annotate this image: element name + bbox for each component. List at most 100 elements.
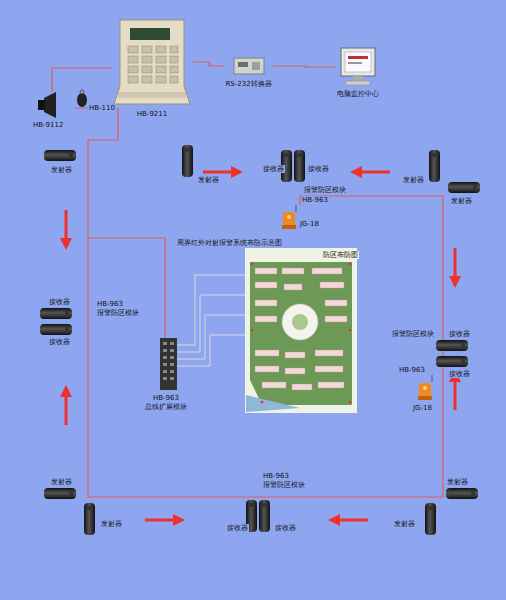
- graphic-part: [156, 56, 166, 63]
- graphic-part: [170, 349, 174, 352]
- graphic-part: [255, 300, 277, 306]
- graphic-part: [163, 349, 167, 352]
- graphic-part: [285, 352, 305, 358]
- callout-label: 发射器: [100, 520, 123, 528]
- graphic-part: [341, 48, 375, 76]
- graphic-part: [163, 342, 167, 345]
- graphic-part: [292, 314, 308, 330]
- graphic-part: [338, 46, 378, 88]
- graphic-part: [284, 284, 302, 290]
- graphic-part: [170, 363, 174, 366]
- graphic-part: [156, 76, 166, 83]
- graphic-part: [255, 316, 277, 322]
- device-icon: [338, 46, 378, 88]
- callout-label: 报警防区模块: [303, 186, 347, 194]
- graphic-part: [114, 20, 190, 104]
- graphic-part: [255, 268, 277, 274]
- graphic-part: [318, 382, 344, 388]
- graphic-part: [170, 66, 178, 73]
- graphic-part: [112, 16, 192, 108]
- graphic-part: [448, 182, 480, 193]
- callout-label: HB-963: [301, 196, 329, 204]
- graphic-part: [170, 356, 174, 359]
- graphic-part: [170, 46, 178, 53]
- graphic-part: [348, 62, 362, 64]
- graphic-part: [328, 514, 368, 526]
- callout-label: 发射器: [450, 197, 473, 205]
- graphic-part: [44, 92, 56, 118]
- graphic-part: [432, 375, 433, 382]
- callout-label: 发射器: [393, 520, 416, 528]
- graphic-part: [80, 90, 84, 94]
- graphic-part: [282, 268, 304, 274]
- graphic-part: [40, 308, 72, 319]
- graphic-part: [349, 401, 352, 404]
- graphic-part: [142, 66, 152, 73]
- graphic-part: [156, 66, 166, 73]
- graphic-part: [128, 46, 138, 53]
- callout-label: 接收器: [48, 338, 71, 346]
- graphic-part: [320, 282, 344, 288]
- site-map: [245, 248, 357, 413]
- graphic-part: [251, 329, 254, 332]
- graphic-part: [296, 205, 297, 212]
- callout-label: 发射器: [446, 478, 469, 486]
- graphic-part: [128, 46, 178, 83]
- callout-label: 报警防区模块: [262, 481, 306, 489]
- graphic-part: [429, 150, 440, 182]
- callout-label: 接收器: [307, 165, 330, 173]
- graphic-part: [353, 76, 363, 81]
- device-label: 电脑监控中心: [336, 90, 380, 98]
- device-node: HB-9211: [111, 16, 193, 118]
- callout-label: 报警防区模块: [96, 309, 140, 317]
- callout-label: 发射器: [197, 176, 220, 184]
- graphic-part: [325, 300, 347, 306]
- graphic-part: [163, 370, 167, 373]
- graphic-part: [170, 56, 178, 63]
- callout-label: HB-963: [152, 394, 180, 402]
- graphic-part: [255, 366, 279, 372]
- graphic-part: [182, 145, 193, 177]
- wire: [52, 68, 443, 497]
- graphic-part: [350, 166, 390, 178]
- graphic-part: [349, 329, 352, 332]
- callout-label: 接收器: [226, 524, 249, 532]
- graphic-part: [170, 370, 174, 373]
- callout-label: 接收器: [274, 524, 297, 532]
- graphic-part: [145, 514, 185, 526]
- graphic-part: [130, 28, 170, 40]
- callout-label: 总线扩展模块: [144, 403, 188, 411]
- expansion-module: [160, 338, 177, 390]
- graphic-part: [345, 52, 371, 72]
- device-icon: [112, 16, 192, 108]
- detector: [40, 145, 480, 535]
- callout-label: 发射器: [402, 176, 425, 184]
- graphic-part: [60, 385, 72, 425]
- graphic-part: [176, 295, 247, 352]
- graphic-part: [170, 342, 174, 345]
- graphic-part: [176, 335, 247, 366]
- callout-label: 发射器: [50, 478, 73, 486]
- graphic-part: [84, 503, 95, 535]
- graphic-part: [38, 100, 45, 110]
- callout-label: HB-110: [88, 104, 116, 112]
- graphic-part: [40, 324, 72, 335]
- graphic-part: [282, 304, 318, 340]
- graphic-part: [315, 366, 343, 372]
- device-node: RS-232转换器: [224, 54, 273, 88]
- graphic-part: [348, 56, 368, 59]
- graphic-part: [255, 350, 279, 356]
- graphic-part: [170, 76, 178, 83]
- graphic-part: [234, 58, 264, 74]
- graphic-part: [232, 54, 266, 78]
- graphic-part: [259, 500, 270, 532]
- device-label: RS-232转换器: [224, 80, 273, 88]
- graphic-part: [261, 401, 264, 404]
- graphic-part: [262, 382, 286, 388]
- graphic-part: [142, 46, 152, 53]
- graphic-part: [449, 248, 461, 288]
- graphic-part: [44, 150, 76, 161]
- graphic-part: [446, 488, 478, 499]
- callout-label: HB-9112: [32, 121, 64, 129]
